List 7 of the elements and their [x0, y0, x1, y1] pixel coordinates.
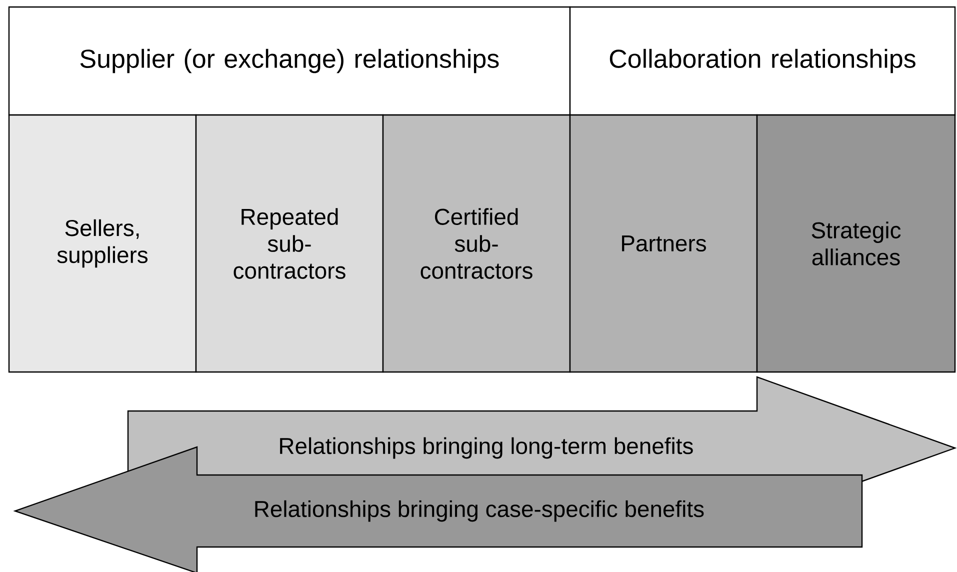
table-cell: Sellers, suppliers	[8, 114, 197, 373]
table-cell: Repeated sub- contractors	[195, 114, 384, 373]
header-cell: Supplier (or exchange) relationships	[8, 6, 571, 116]
header-cell: Collaboration relationships	[569, 6, 956, 116]
table-cell: Partners	[569, 114, 758, 373]
table-cell: Strategic alliances	[756, 114, 956, 373]
table-cell: Certified sub- contractors	[382, 114, 571, 373]
